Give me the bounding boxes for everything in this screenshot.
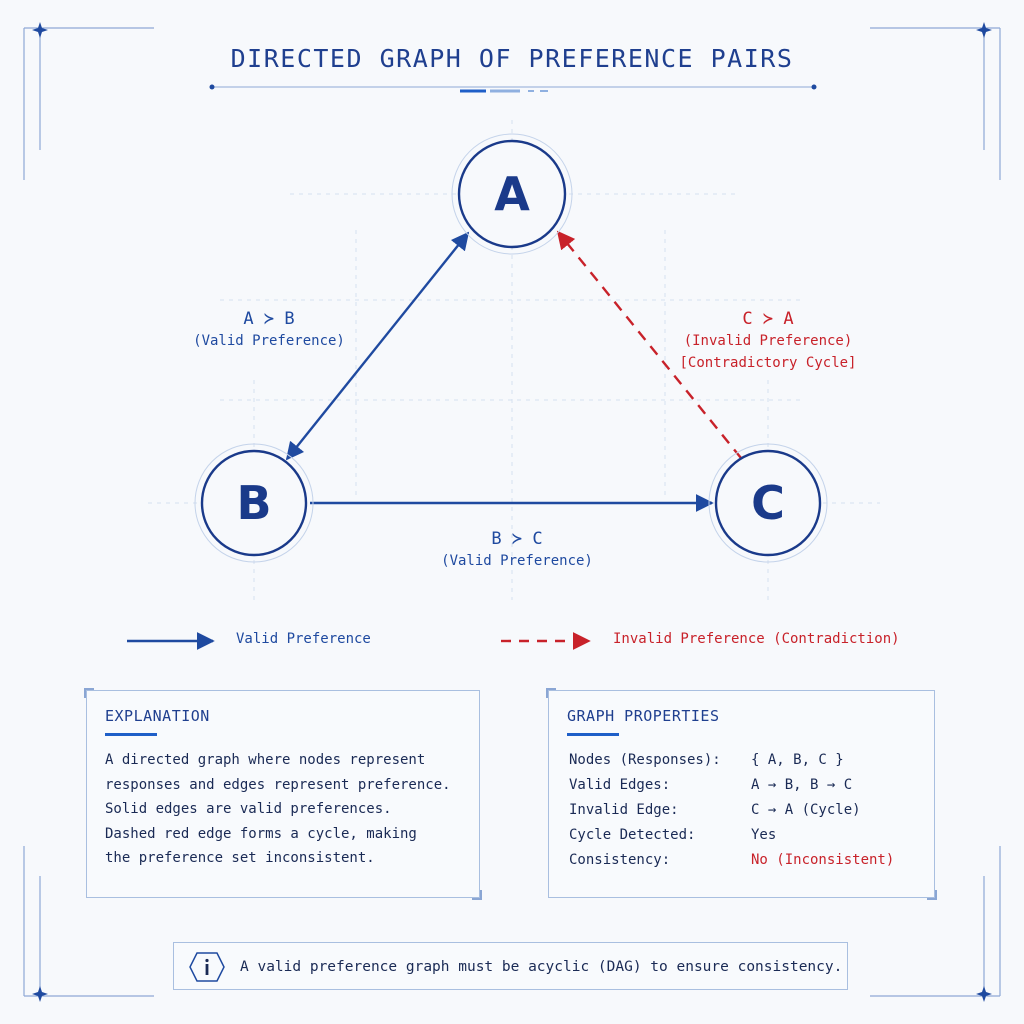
edge-a-b-label: A ≻ B (Valid Preference) [174, 308, 364, 352]
node-a-label: A [494, 167, 530, 221]
property-row: Valid Edges: A → B, B → C [569, 773, 894, 798]
node-c [708, 443, 828, 563]
property-value: C → A (Cycle) [751, 802, 861, 818]
legend-valid-label: Valid Preference [236, 631, 371, 647]
graph-properties-list: Nodes (Responses): { A, B, C } Valid Edge… [569, 748, 894, 873]
property-key: Invalid Edge: [569, 802, 679, 818]
explanation-panel: EXPLANATION A directed graph where nodes… [84, 688, 482, 900]
frame-corners [23, 27, 1001, 997]
property-value: A → B, B → C [751, 777, 853, 793]
edge-b-c-status: (Valid Preference) [441, 553, 593, 569]
property-key: Nodes (Responses): [569, 752, 721, 768]
edge-c-a-note: [Contradictory Cycle] [679, 355, 857, 371]
frame-stars [32, 22, 992, 1002]
property-value-consistency: No (Inconsistent) [751, 852, 895, 868]
node-a [451, 133, 573, 255]
explanation-title: EXPLANATION [105, 707, 210, 725]
page-title: DIRECTED GRAPH OF PREFERENCE PAIRS [230, 44, 794, 73]
explanation-line: the preference set inconsistent. [105, 850, 375, 866]
explanation-text: A directed graph where nodes represent r… [105, 748, 475, 871]
explanation-line: A directed graph where nodes represent [105, 752, 426, 768]
property-row: Cycle Detected: Yes [569, 823, 894, 848]
note-text: A valid preference graph must be acyclic… [240, 959, 843, 975]
info-icon [189, 952, 225, 982]
property-key: Valid Edges: [569, 777, 671, 793]
node-b [194, 443, 314, 563]
edge-c-a-label: C ≻ A (Invalid Preference) [Contradictor… [662, 308, 874, 374]
graph-properties-panel: GRAPH PROPERTIES Nodes (Responses): { A, … [546, 688, 937, 900]
edge-c-a [556, 230, 742, 459]
property-row: Consistency: No (Inconsistent) [569, 848, 894, 873]
graph-properties-title-underline [567, 733, 619, 736]
property-row: Nodes (Responses): { A, B, C } [569, 748, 894, 773]
property-key: Consistency: [569, 852, 671, 868]
edge-a-b [285, 231, 470, 461]
title-rule [209, 84, 817, 93]
edge-a-b-status: (Valid Preference) [193, 333, 345, 349]
legend-invalid-label: Invalid Preference (Contradiction) [613, 631, 900, 647]
explanation-line: Solid edges are valid preferences. [105, 801, 392, 817]
note-box: A valid preference graph must be acyclic… [173, 942, 848, 990]
edge-b-c-relation: B ≻ C [491, 529, 543, 549]
edge-c-a-relation: C ≻ A [742, 309, 794, 329]
edge-a-b-relation: A ≻ B [243, 309, 295, 329]
explanation-line: responses and edges represent preference… [105, 776, 451, 793]
node-b-label: B [236, 476, 272, 530]
edge-b-c-label: B ≻ C (Valid Preference) [417, 528, 617, 572]
property-key: Cycle Detected: [569, 827, 696, 843]
property-value: { A, B, C } [751, 752, 844, 768]
property-row: Invalid Edge: C → A (Cycle) [569, 798, 894, 823]
explanation-title-underline [105, 733, 157, 736]
graph-properties-title: GRAPH PROPERTIES [567, 707, 720, 725]
edge-c-a-status: (Invalid Preference) [683, 333, 853, 349]
property-value: Yes [751, 827, 777, 843]
node-c-label: C [751, 476, 785, 530]
explanation-line: Dashed red edge forms a cycle, making [105, 825, 417, 842]
